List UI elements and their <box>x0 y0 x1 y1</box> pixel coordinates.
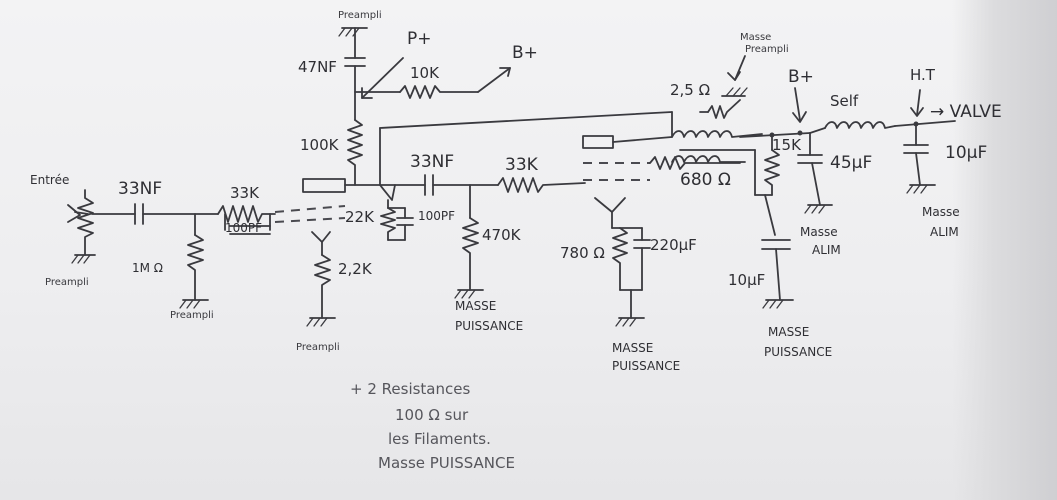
cathode-resistor-2-2k <box>306 241 336 327</box>
label-r-470k: 470K <box>482 226 522 244</box>
label-r-2-2k: 2,2K <box>338 260 373 278</box>
label-c-10uf-mid: 10µF <box>728 271 765 289</box>
note-line-2: 100 Ω sur <box>395 406 469 424</box>
label-self: Self <box>830 92 859 110</box>
resistor-1m <box>179 213 209 309</box>
note-line-4: Masse PUISSANCE <box>378 454 515 472</box>
label-r-22k: 22K <box>345 208 375 226</box>
label-masse-puissance-2a: MASSE <box>612 341 653 355</box>
label-b-plus-right: B+ <box>788 67 814 87</box>
resistor-15k <box>754 134 780 236</box>
label-preampli-1m: Preampli <box>170 310 214 321</box>
label-r-33k-2: 33K <box>505 155 539 175</box>
ht-node <box>910 89 924 127</box>
label-masse-puissance-2b: PUISSANCE <box>612 359 680 373</box>
label-c-100pf-2: 100PF <box>418 209 455 223</box>
resistor-10k <box>354 67 511 99</box>
input-potentiometer <box>67 189 96 264</box>
label-p-plus: P+ <box>407 29 432 49</box>
label-ht: H.T <box>910 66 936 84</box>
label-preampli-pot: Preampli <box>45 277 89 288</box>
preamp-tube <box>274 178 346 243</box>
capacitor-10uf-right <box>903 123 936 194</box>
b-plus-right-node <box>739 87 811 138</box>
label-r-100k: 100K <box>300 136 340 154</box>
label-c-33nf-2: 33NF <box>410 152 454 172</box>
label-c-in: 33NF <box>118 179 162 199</box>
label-valve: → VALVE <box>930 102 1002 122</box>
label-c-100pf-in: 100PF <box>225 221 262 235</box>
resistor-100k <box>347 119 363 186</box>
label-r-1m: 1M Ω <box>132 261 163 275</box>
label-masse-preampli-2: Preampli <box>745 44 789 55</box>
label-c-45uf: 45µF <box>830 153 872 173</box>
label-masse-alim-2b: ALIM <box>930 225 959 239</box>
resistor-2-5-ground <box>699 55 748 119</box>
label-r-33k-in: 33K <box>230 184 260 202</box>
capacitor-10uf-mid <box>761 239 794 309</box>
filament-note: + 2 Resistances 100 Ω sur les Filaments.… <box>350 380 515 472</box>
cathode-780-220uf <box>611 211 651 327</box>
note-line-3: les Filaments. <box>388 430 491 448</box>
inductor-self <box>809 120 956 134</box>
capacitor-45uf <box>797 132 833 214</box>
plate-wire <box>344 111 673 196</box>
note-line-1: + 2 Resistances <box>350 380 470 398</box>
label-masse-puissance-3b: PUISSANCE <box>764 345 832 359</box>
label-r-680: 680 Ω <box>680 170 731 190</box>
resistor-470k <box>454 184 484 299</box>
label-c-220uf: 220µF <box>650 236 697 254</box>
capacitor-47nf <box>344 57 366 121</box>
label-c-47nf: 47NF <box>298 58 337 76</box>
label-masse-puissance-3a: MASSE <box>768 325 809 339</box>
power-tube <box>582 135 650 213</box>
resistor-33k-in <box>217 205 276 235</box>
label-r-780: 780 Ω <box>560 244 605 262</box>
paper-edge-shadow <box>952 0 1057 500</box>
label-masse-alim-2a: Masse <box>922 205 960 219</box>
cathode-network-22k-100pf <box>379 184 414 241</box>
label-entree: Entrée <box>30 173 69 187</box>
label-preampli-top: Preampli <box>338 10 382 21</box>
label-masse-alim-1a: Masse <box>800 225 838 239</box>
label-preampli-2-2k: Preampli <box>296 342 340 353</box>
label-masse-puissance-1a: MASSE <box>455 299 496 313</box>
label-c-10uf-right: 10µF <box>945 143 987 163</box>
label-masse-puissance-1b: PUISSANCE <box>455 319 523 333</box>
label-r-2-5: 2,5 Ω <box>670 81 710 99</box>
label-masse-alim-1b: ALIM <box>812 243 841 257</box>
label-b-plus-top: B+ <box>512 43 538 63</box>
label-masse-preampli-1: Masse <box>740 32 771 43</box>
label-r-10k: 10K <box>410 64 440 82</box>
output-transformer <box>612 111 763 170</box>
input-wire <box>91 203 219 225</box>
preampli-ground-top <box>338 27 368 59</box>
label-r-15k: 15K <box>772 136 802 154</box>
